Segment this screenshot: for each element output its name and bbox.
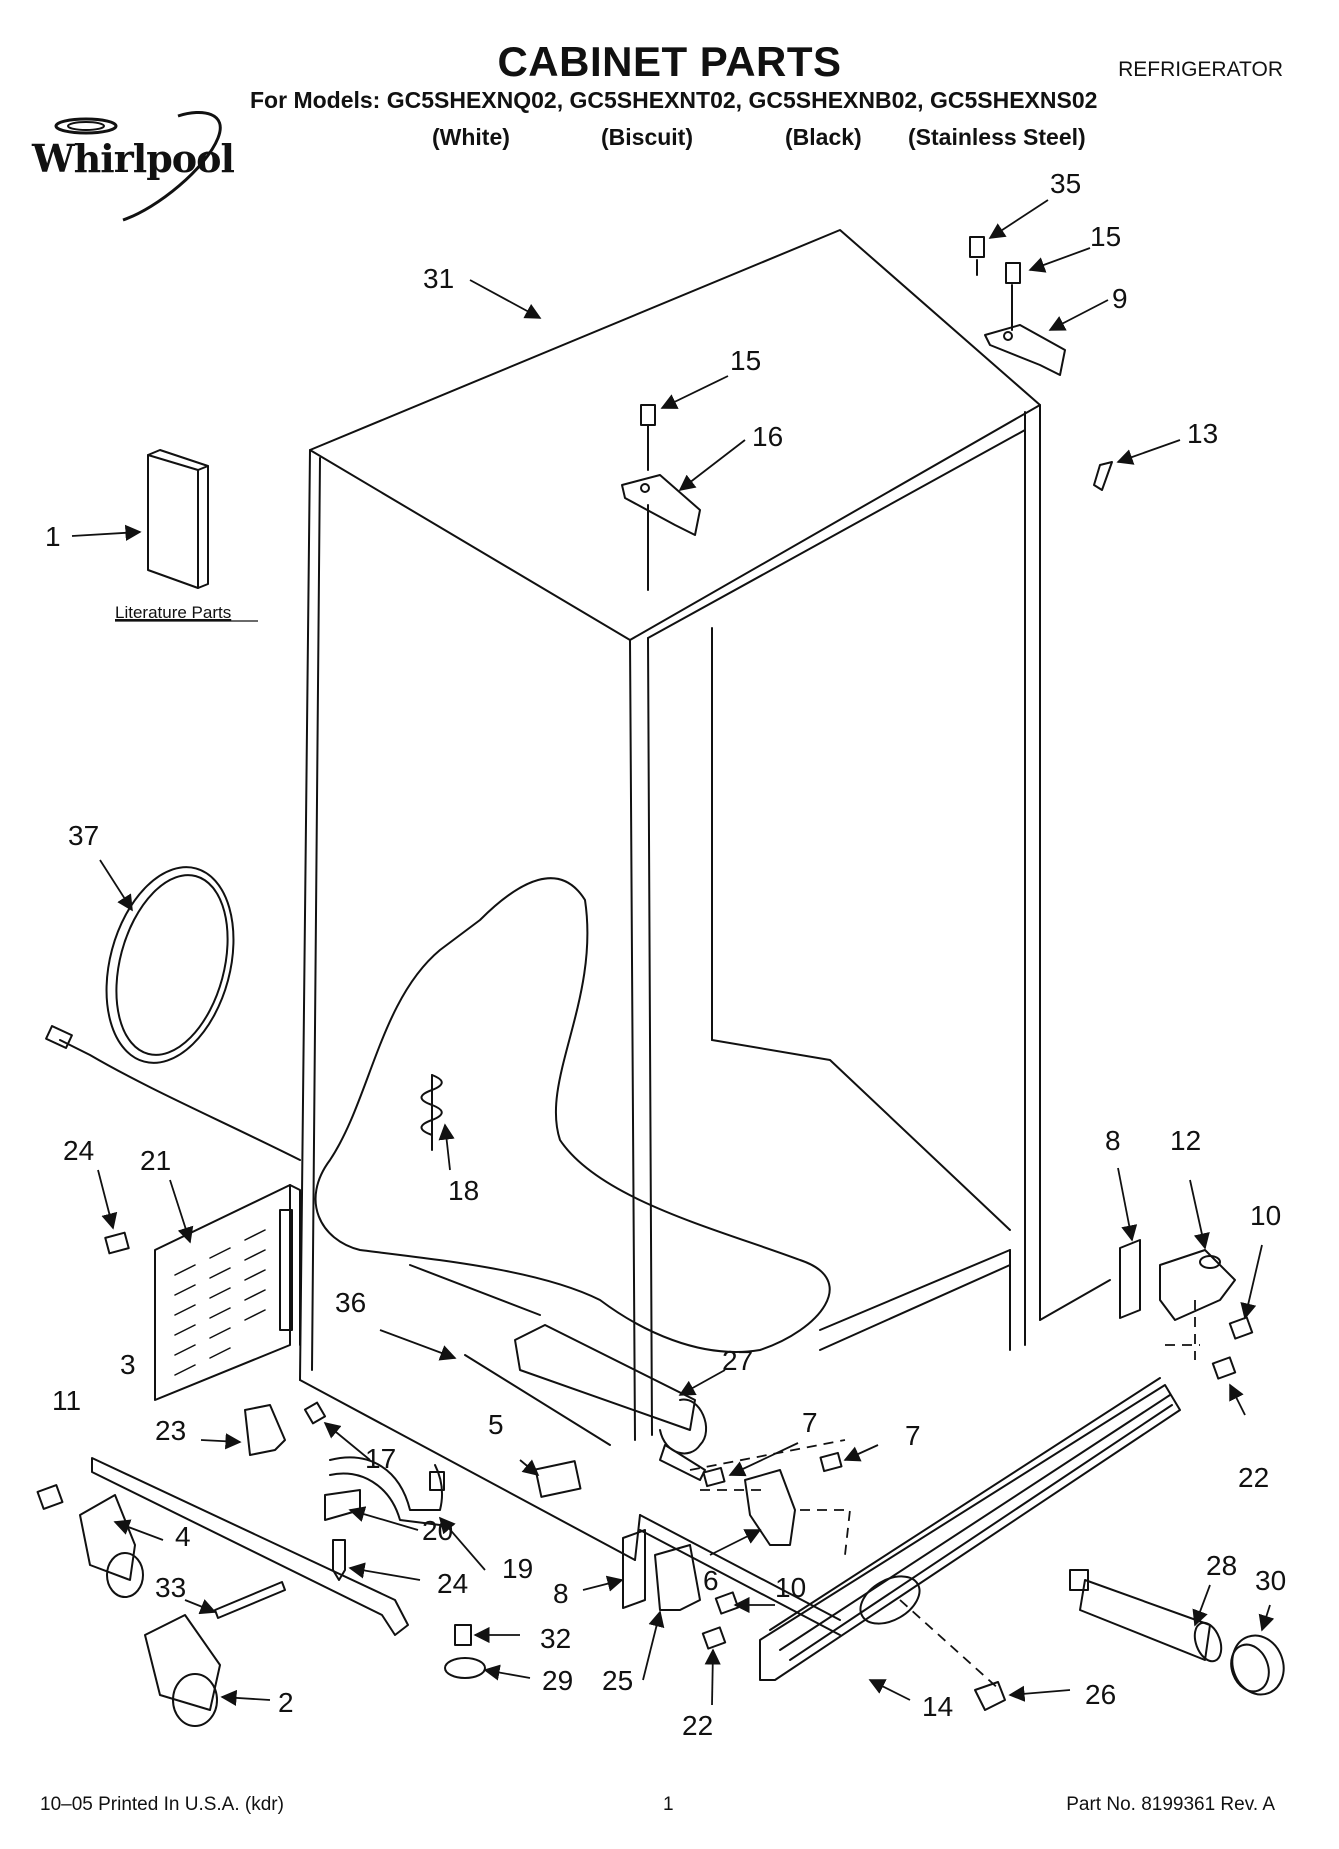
callout-35: 35 <box>1050 168 1081 199</box>
leveling-rod-part3 <box>91 1457 409 1636</box>
model-list: For Models: GC5SHEXNQ02, GC5SHEXNT02, GC… <box>250 87 1098 113</box>
callout-1: 1 <box>45 521 61 552</box>
hinge-plate-part8a <box>1119 1239 1141 1319</box>
callout-13: 13 <box>1187 418 1218 449</box>
screw-part17 <box>303 1401 327 1425</box>
bottom-hinge-part25 <box>654 1544 701 1611</box>
insulation-cutaway <box>314 877 831 1353</box>
callout-18: 18 <box>448 1175 479 1206</box>
color-white: (White) <box>432 124 510 150</box>
callout-16: 16 <box>752 421 783 452</box>
top-hinge-part9 <box>969 236 1066 376</box>
screw-part10a <box>1228 1316 1254 1340</box>
front-roller-part4 <box>79 1494 144 1598</box>
water-valve-part27 <box>514 1324 707 1481</box>
callout-8a: 8 <box>1105 1125 1121 1156</box>
washer-part29 <box>444 1657 486 1679</box>
callout-28: 28 <box>1206 1550 1237 1581</box>
callout-7a: 7 <box>802 1407 818 1438</box>
clip-part26 <box>974 1681 1006 1711</box>
water-filter-part28 <box>1069 1569 1223 1663</box>
callout-22b: 22 <box>682 1710 713 1741</box>
brand-logo-swoosh-icon <box>54 111 222 222</box>
screw-part10b <box>714 1591 740 1615</box>
rod-part36 <box>464 1354 611 1446</box>
bracket-part23 <box>244 1404 286 1456</box>
literature-parts <box>147 449 209 589</box>
callout-8b: 8 <box>553 1578 569 1609</box>
callout-7b: 7 <box>905 1420 921 1451</box>
pin-part33 <box>214 1581 286 1619</box>
callout-3: 3 <box>120 1349 136 1380</box>
appliance-category: REFRIGERATOR <box>1118 58 1283 81</box>
callout-19: 19 <box>502 1553 533 1584</box>
callout-24b: 24 <box>437 1568 468 1599</box>
callout-26: 26 <box>1085 1679 1116 1710</box>
bracket-part6 <box>744 1469 796 1546</box>
filter-cap-part30 <box>1230 1634 1285 1696</box>
screw-part7a <box>702 1466 726 1488</box>
callout-22a: 22 <box>1238 1462 1269 1493</box>
callout-36: 36 <box>335 1287 366 1318</box>
callout-10a: 10 <box>1250 1200 1281 1231</box>
callout-14: 14 <box>922 1691 953 1722</box>
callout-31: 31 <box>423 263 454 294</box>
callout-25: 25 <box>602 1665 633 1696</box>
water-line-part37 <box>45 866 301 1161</box>
clip-part13 <box>1093 461 1113 491</box>
callout-33: 33 <box>155 1572 186 1603</box>
callout-23: 23 <box>155 1415 186 1446</box>
screw-part22b <box>701 1626 727 1650</box>
callout-37: 37 <box>68 820 99 851</box>
rear-roller-part2 <box>144 1614 221 1727</box>
callout-15a: 15 <box>1090 221 1121 252</box>
screw-part7b <box>819 1451 843 1473</box>
color-black: (Black) <box>785 124 862 150</box>
color-biscuit: (Biscuit) <box>601 124 693 150</box>
top-hinge-part16 <box>621 404 701 591</box>
part5-block <box>534 1460 582 1498</box>
callout-27: 27 <box>722 1345 753 1376</box>
screw-part22a <box>1211 1356 1237 1380</box>
color-stainless: (Stainless Steel) <box>908 124 1086 150</box>
bottom-hinge-part12 <box>1159 1249 1236 1321</box>
callout-11: 11 <box>52 1385 81 1416</box>
hinge-plate-part8b <box>622 1529 646 1609</box>
footer-page-number: 1 <box>663 1794 674 1815</box>
callout-12: 12 <box>1170 1125 1201 1156</box>
access-cover-part21 <box>154 1184 301 1401</box>
brand-logo-text: Whirlpool <box>32 136 235 181</box>
footer-part-number: Part No. 8199361 Rev. A <box>1066 1794 1275 1815</box>
callout-20: 20 <box>422 1515 453 1546</box>
callout-29: 29 <box>542 1665 573 1696</box>
callout-32: 32 <box>540 1623 571 1654</box>
footer-print-info: 10–05 Printed In U.S.A. (kdr) <box>40 1794 284 1815</box>
literature-parts-label: Literature Parts <box>115 603 231 622</box>
callout-5: 5 <box>488 1409 504 1440</box>
screw-part32 <box>454 1624 472 1646</box>
callout-2: 2 <box>278 1687 294 1718</box>
callout-17: 17 <box>365 1443 396 1474</box>
drain-tube-part18 <box>420 1074 443 1151</box>
callout-4: 4 <box>175 1521 191 1552</box>
callout-15b: 15 <box>730 345 761 376</box>
screw-part11 <box>36 1484 64 1510</box>
callout-24a: 24 <box>63 1135 94 1166</box>
page-title: CABINET PARTS <box>497 38 842 85</box>
callout-10b: 10 <box>775 1572 806 1603</box>
callout-30: 30 <box>1255 1565 1286 1596</box>
callout-21: 21 <box>140 1145 171 1176</box>
callout-9: 9 <box>1112 283 1128 314</box>
screw-part24a <box>104 1231 130 1255</box>
base-grille-part14 <box>759 1377 1181 1681</box>
cabinet-shell <box>299 229 1111 1636</box>
callout-6: 6 <box>703 1565 719 1596</box>
